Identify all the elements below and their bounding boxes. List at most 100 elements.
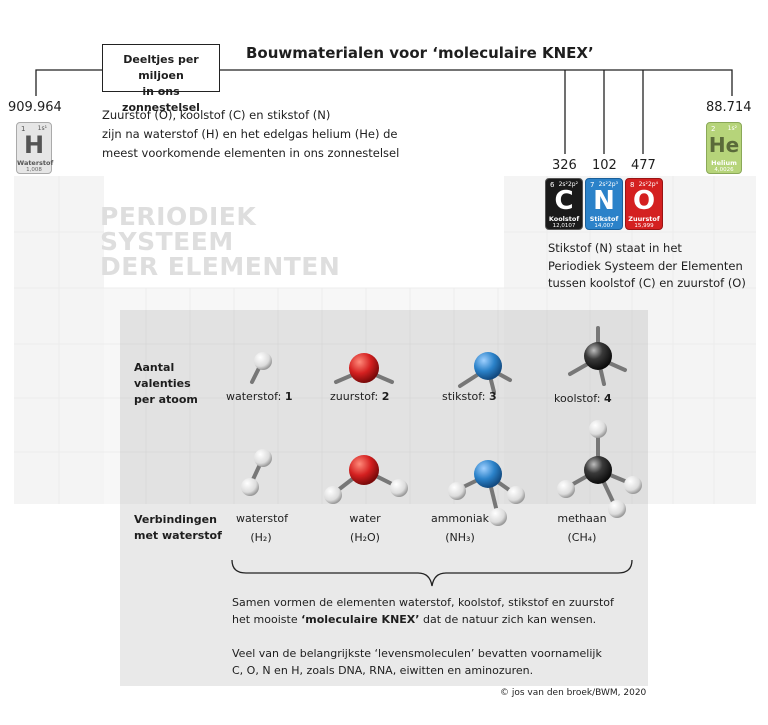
compound-name: methaan (557, 512, 607, 525)
abundance-o: 477 (631, 158, 656, 173)
summary-fragment: dat de natuur zich kan wensen. (419, 613, 597, 626)
connector-lines (35, 69, 733, 154)
element-tile-c: 6 2s²2p² C Koolstof 12,0107 (545, 178, 583, 230)
abundance-n: 102 (592, 158, 617, 173)
summary-line: Veel van de belangrijkste ‘levensmolecul… (232, 647, 602, 660)
element-number: 2 (711, 125, 716, 133)
intro-line: zijn na waterstof (H) en het edelgas hel… (102, 127, 398, 141)
valence-label-line: valenties (134, 377, 191, 390)
summary-line: het mooiste ‘moleculaire KNEX’ dat de na… (232, 611, 632, 628)
compound-formula: (H₂) (250, 531, 272, 544)
valence-label-hydrogen: waterstof: 1 (226, 390, 292, 403)
summary-emphasis: ‘moleculaire KNEX’ (301, 613, 420, 626)
element-name: Zuurstof (628, 215, 660, 223)
carbon-atom-valence (568, 326, 627, 386)
compound-formula: (CH₄) (567, 531, 597, 544)
ppm-label-line2: in ons zonnestelsel (122, 85, 200, 114)
summary-text: Samen vormen de elementen waterstof, koo… (232, 594, 632, 679)
element-mass: 14,007 (594, 223, 614, 229)
valence-value: 1 (284, 390, 293, 403)
element-name: Helium (711, 159, 737, 167)
element-mass: 12,0107 (552, 223, 576, 229)
element-name: Koolstof (548, 215, 580, 223)
element-mass: 15,999 (634, 223, 654, 229)
ghost-title-line: SYSTEEM (100, 227, 234, 256)
ghost-title-line: DER ELEMENTEN (100, 252, 341, 281)
molecules-panel (120, 310, 648, 686)
element-config: 1s² (727, 125, 737, 132)
nitrogen-atom-valence (458, 352, 512, 394)
valence-label-oxygen: zuurstof: 2 (330, 390, 389, 403)
element-number: 6 (550, 181, 555, 189)
element-name: Waterstof (17, 159, 54, 167)
abundance-h: 909.964 (8, 100, 62, 115)
abundance-he: 88.714 (706, 100, 752, 115)
element-tile-h: 1 1s¹ H Waterstof 1,008 (16, 122, 54, 174)
valence-label-carbon: koolstof: 4 (554, 392, 612, 405)
compound-name: water (349, 512, 381, 525)
valence-row-label: Aantal valenties per atoom (134, 360, 198, 408)
intro-line: Zuurstof (O), koolstof (C) en stikstof (… (102, 108, 331, 122)
element-config: 2s²2p³ (598, 181, 618, 188)
element-mass: 1,008 (26, 167, 42, 173)
hydrogen-atom-valence (250, 352, 272, 384)
valence-value: 2 (381, 390, 390, 403)
compound-methane: methaan (CH₄) (552, 512, 612, 544)
element-symbol: O (632, 186, 656, 216)
valence-label-nitrogen: stikstof: 3 (442, 390, 497, 403)
ghost-title-line: PERIODIEK (100, 202, 257, 231)
element-symbol: N (593, 186, 615, 216)
element-tile-o: 8 2s²2p⁴ O Zuurstof 15,999 (625, 178, 663, 230)
element-symbol: H (23, 131, 45, 159)
summary-line: C, O, N en H, zoals DNA, RNA, eiwitten e… (232, 664, 534, 677)
ppm-label-line1: Deeltjes per miljoen (123, 53, 199, 82)
ghost-title: PERIODIEK SYSTEEM DER ELEMENTEN (100, 204, 340, 279)
compounds-row-label: Verbindingen met waterstof (134, 512, 222, 544)
page-title: Bouwmaterialen voor ‘moleculaire KNEX’ (246, 44, 594, 62)
valence-label-line: Aantal (134, 361, 175, 374)
oxygen-atom-valence (334, 353, 394, 384)
element-symbol: C (554, 186, 574, 216)
periodic-grid-ghost (14, 176, 756, 504)
summary-line: Samen vormen de elementen waterstof, koo… (232, 596, 614, 609)
compound-water: water (H₂O) (340, 512, 390, 544)
ppm-label-box: Deeltjes per miljoen in ons zonnestelsel (102, 44, 220, 114)
element-mass: 4,0026 (714, 167, 734, 173)
valence-label-line: per atoom (134, 393, 198, 406)
curly-brace (231, 559, 633, 587)
element-name: Stikstof (589, 215, 619, 223)
valence-element: stikstof: (442, 390, 489, 403)
molecule-h2 (241, 449, 272, 496)
compound-formula: (NH₃) (445, 531, 475, 544)
element-config: 1s¹ (37, 125, 47, 132)
cno-note-line: Stikstof (N) staat in het (548, 241, 682, 255)
cno-note: Stikstof (N) staat in het Periodiek Syst… (548, 240, 758, 293)
cno-note-line: tussen koolstof (C) en zuurstof (O) (548, 276, 746, 290)
element-config: 2s²2p² (558, 181, 578, 188)
compound-formula: (H₂O) (350, 531, 380, 544)
element-number: 7 (590, 181, 595, 189)
compound-name: ammoniak (430, 512, 490, 525)
element-tile-n: 7 2s²2p³ N Stikstof 14,007 (585, 178, 623, 230)
compounds-label-line: met waterstof (134, 529, 222, 542)
compound-name: waterstof (236, 512, 288, 525)
intro-text: Zuurstof (O), koolstof (C) en stikstof (… (102, 106, 462, 163)
valence-element: zuurstof: (330, 390, 382, 403)
molecule-ch4 (557, 420, 642, 518)
element-symbol: He (708, 133, 740, 157)
element-tile-he: 2 1s² He Helium 4,0026 (706, 122, 742, 174)
valence-element: waterstof: (226, 390, 285, 403)
compound-hydrogen: waterstof (H₂) (236, 512, 288, 544)
intro-line: meest voorkomende elementen in ons zonne… (102, 146, 400, 160)
element-config: 2s²2p⁴ (638, 181, 658, 188)
valence-value: 3 (488, 390, 497, 403)
molecule-nh3 (448, 460, 525, 526)
element-number: 8 (630, 181, 635, 189)
cno-note-line: Periodiek Systeem der Elementen (548, 258, 743, 273)
compounds-label-line: Verbindingen (134, 513, 217, 526)
element-number: 1 (21, 125, 26, 133)
credit-text: © jos van den broek/BWM, 2020 (500, 688, 647, 698)
abundance-c: 326 (552, 158, 577, 173)
